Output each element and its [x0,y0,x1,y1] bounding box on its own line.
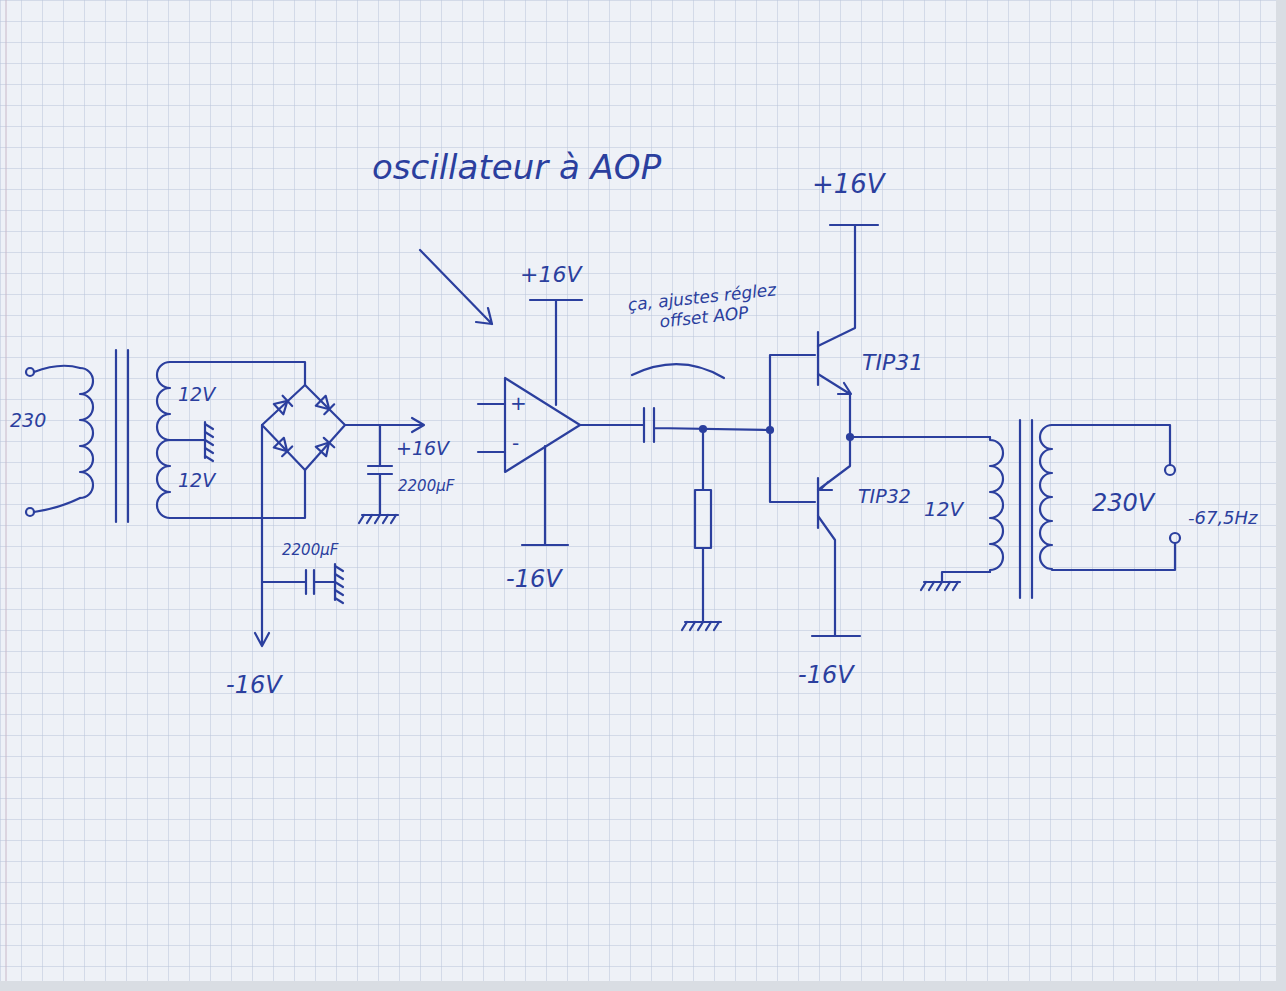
wire [942,572,990,582]
terminal [1170,533,1180,543]
core [115,350,117,522]
diode-symbol [274,396,292,414]
transformer-voltage: 230 [10,410,46,432]
op-amp: +- [500,375,586,475]
supply-voltage: +16V [396,438,449,460]
bridge-rectifier [262,385,345,470]
capacitor-symbol [368,425,392,515]
supply-voltage: +16V [812,170,885,200]
transistor-symbol [817,478,819,528]
part-name: TIP31 [862,350,923,375]
wire [478,403,505,405]
wire [1052,543,1175,570]
transformer-voltage: 12V [178,384,215,406]
wire [34,366,80,372]
diode-symbol [316,438,334,456]
schematic-ink [26,225,1180,646]
diode-symbol [274,438,292,456]
supply-voltage: +16V [520,262,581,287]
wire [170,470,305,518]
wire [170,362,305,385]
wire [34,498,80,512]
supply-voltage: -16V [226,672,282,700]
capacitor-value: 2200µF [282,542,338,559]
core [1031,420,1033,598]
output-arrow [255,425,269,646]
diode-symbol [316,396,334,414]
ground-symbol [205,422,213,461]
terminal [26,368,34,376]
terminal [26,508,34,516]
supply-voltage: -16V [798,662,854,690]
input-sign: + [510,393,527,413]
resistor-symbol [695,490,711,548]
core [127,350,129,522]
transformer-voltage: 12V [178,470,215,492]
wire [770,355,815,502]
ground-symbol [335,564,343,603]
supply-rail [522,446,568,545]
coil [80,368,93,498]
coil [990,437,1003,572]
margin-line [6,0,7,981]
ground-symbol [682,622,721,630]
supply-voltage: -16V [506,566,562,594]
wire [702,429,704,622]
capacitor-symbol [580,408,770,442]
coil [1040,425,1052,569]
leader-arrow [420,250,492,324]
op-amp-outline [505,378,580,472]
input-sign: - [512,433,519,453]
terminal [1165,465,1175,475]
coil [157,362,170,518]
transformer-voltage: 230V [1092,490,1154,518]
core [1019,420,1021,598]
wire [170,439,205,441]
transistor-symbol [812,516,860,636]
transistor-symbol [818,225,878,346]
op-amp-triangle [500,375,586,475]
wire [1052,425,1170,465]
transistor-symbol [817,332,819,385]
wire [478,451,505,453]
ground-symbol [921,582,960,590]
transistor-symbol [818,437,850,490]
capacitor-symbol [262,570,335,594]
annotation: oscillateur à AOP [372,148,661,187]
output-arrow [345,418,424,432]
supply-rail [530,300,582,405]
part-name: TIP32 [858,486,911,508]
capacitor-value: 2200µF [398,478,454,495]
transformer-voltage: 12V [924,498,963,521]
transistor-symbol [818,374,851,437]
bracket [632,364,724,378]
frequency: -67,5Hz [1188,508,1258,529]
ground-symbol [359,515,398,523]
wire [850,436,990,438]
